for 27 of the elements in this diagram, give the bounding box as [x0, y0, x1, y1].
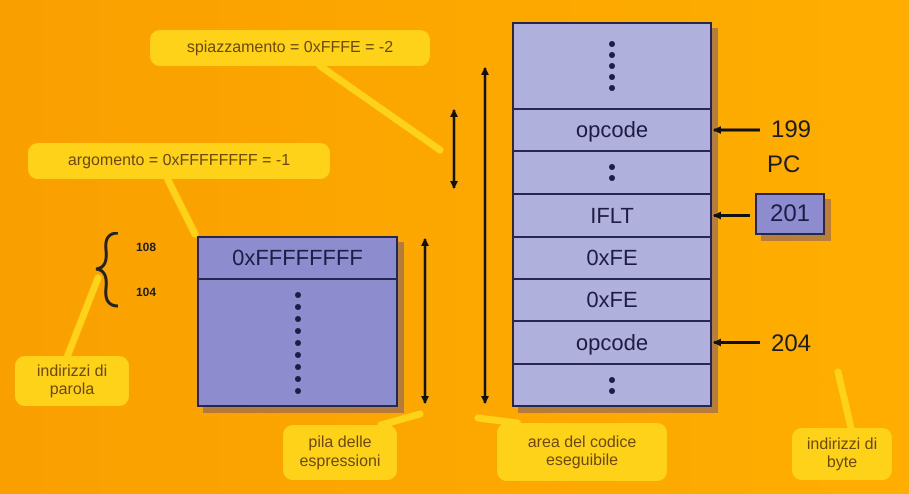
- register-name: PC: [767, 151, 800, 179]
- leader-line: [378, 410, 424, 428]
- memory-cell: 0xFE: [512, 278, 712, 322]
- memory-cell: [197, 278, 398, 407]
- address-number: 108: [136, 240, 156, 254]
- callout-bubble: indirizzi di byte: [792, 428, 892, 480]
- arrow: [713, 338, 760, 346]
- arrow: [713, 212, 750, 220]
- memory-cell: opcode: [512, 108, 712, 152]
- arrow: [713, 126, 760, 134]
- leader-line: [474, 414, 521, 426]
- address-number: 104: [136, 285, 156, 299]
- curly-brace: [94, 232, 120, 308]
- memory-cell: IFLT: [512, 193, 712, 238]
- address-label: 199: [765, 114, 817, 146]
- address-label: 204: [765, 328, 817, 360]
- callout-bubble: pila delle espressioni: [283, 425, 397, 480]
- memory-cell: [512, 150, 712, 195]
- callout-bubble: spiazzamento = 0xFFFE = -2: [150, 30, 430, 66]
- memory-cell: 0xFE: [512, 236, 712, 280]
- callout-bubble: area del codice eseguibile: [497, 423, 667, 481]
- memory-cell: [512, 22, 712, 110]
- callout-bubble: indirizzi di parola: [15, 356, 129, 406]
- callout-bubble: argomento = 0xFFFFFFFF = -1: [28, 143, 330, 179]
- memory-cell: [512, 363, 712, 407]
- memory-cell: 0xFFFFFFFF: [197, 236, 398, 280]
- memory-cell: opcode: [512, 320, 712, 365]
